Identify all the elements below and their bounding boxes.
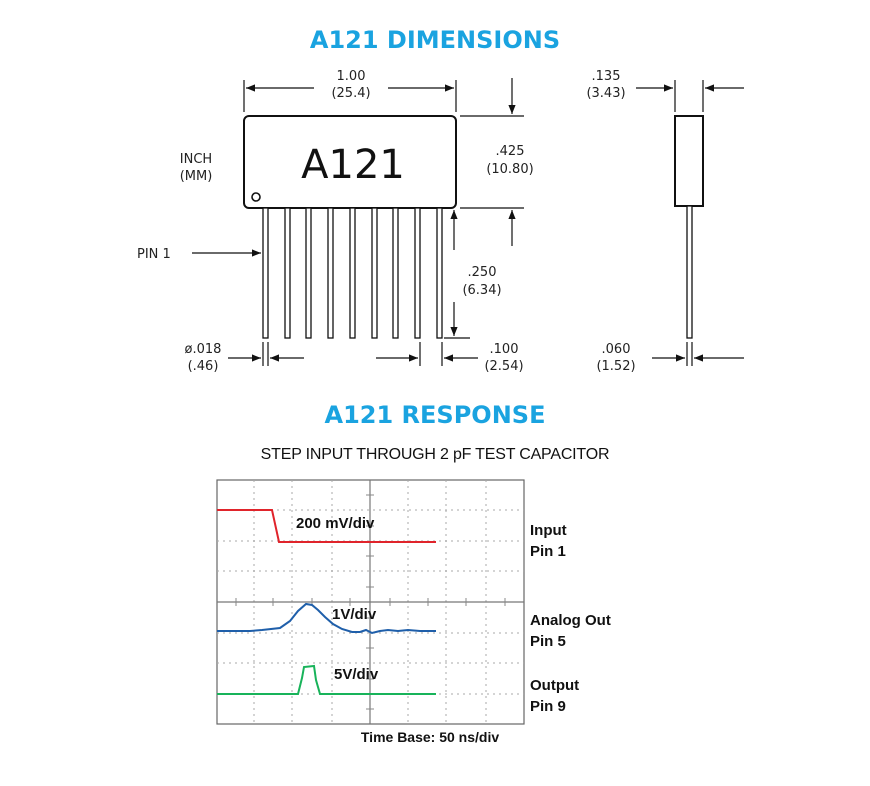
side-view-lead: [686, 205, 693, 339]
lead-pitch-inch: .100: [490, 342, 519, 357]
lead-length-mm: (6.34): [462, 283, 501, 298]
response-title: A121 RESPONSE: [324, 401, 546, 429]
lead: [392, 207, 399, 339]
lead-diameter-inch: ø.018: [185, 342, 222, 357]
lead: [349, 207, 356, 339]
lead-diameter-mm: (.46): [188, 359, 219, 374]
output-name: Output: [530, 677, 579, 694]
timebase-label: Time Base: 50 ns/div: [361, 729, 499, 745]
leads: [262, 207, 443, 339]
lead-pitch-dimension: [376, 342, 478, 366]
trace-input-scale: 200 mV/div: [296, 515, 375, 532]
scope-axes: [217, 480, 524, 724]
width-dimension: [243, 80, 457, 112]
side-view-body: [674, 115, 704, 207]
trace-analog-scale: 1V/div: [332, 606, 377, 623]
lead-pitch-mm: (2.54): [484, 359, 523, 374]
units-inch: INCH: [180, 152, 212, 167]
analog-out-name: Analog Out: [530, 612, 611, 629]
side-thickness-mm: (3.43): [586, 86, 625, 101]
side-lead-mm: (1.52): [596, 359, 635, 374]
pin1-label: PIN 1: [137, 247, 171, 262]
lead: [371, 207, 378, 339]
height-inch: .425: [496, 144, 525, 159]
scope-axis-ticks: [235, 494, 506, 710]
trace-output: [217, 664, 436, 695]
response-subtitle: STEP INPUT THROUGH 2 pF TEST CAPACITOR: [260, 446, 610, 463]
part-label: A121: [301, 142, 405, 188]
height-dimension: [460, 78, 524, 246]
lead: [284, 207, 291, 339]
lead: [436, 207, 443, 339]
side-lead-inch: .060: [602, 342, 631, 357]
units-mm: (MM): [180, 169, 213, 184]
lead: [262, 207, 269, 339]
scope-screen: 200 mV/div 1V/div 5V/div: [216, 479, 525, 725]
dimensions-title: A121 DIMENSIONS: [309, 26, 561, 54]
pin1-marker: [251, 192, 261, 202]
trace-input: [217, 509, 436, 543]
lead-length-dimension: [444, 210, 470, 339]
analog-out-pin: Pin 5: [530, 633, 566, 650]
lead-diameter-dimension: [228, 342, 304, 366]
width-mm: (25.4): [331, 86, 370, 101]
trace-analog-out: [217, 602, 436, 635]
lead: [414, 207, 421, 339]
width-inch: 1.00: [337, 69, 366, 84]
output-pin: Pin 9: [530, 698, 566, 715]
side-thickness-dimension: [636, 80, 744, 112]
input-pin: Pin 1: [530, 543, 566, 560]
height-mm: (10.80): [486, 162, 533, 177]
lead: [305, 207, 312, 339]
side-lead-dimension: [652, 342, 744, 366]
trace-output-scale: 5V/div: [334, 666, 379, 683]
side-thickness-inch: .135: [592, 69, 621, 84]
lead-length-inch: .250: [468, 265, 497, 280]
lead: [327, 207, 334, 339]
input-name: Input: [530, 522, 567, 539]
